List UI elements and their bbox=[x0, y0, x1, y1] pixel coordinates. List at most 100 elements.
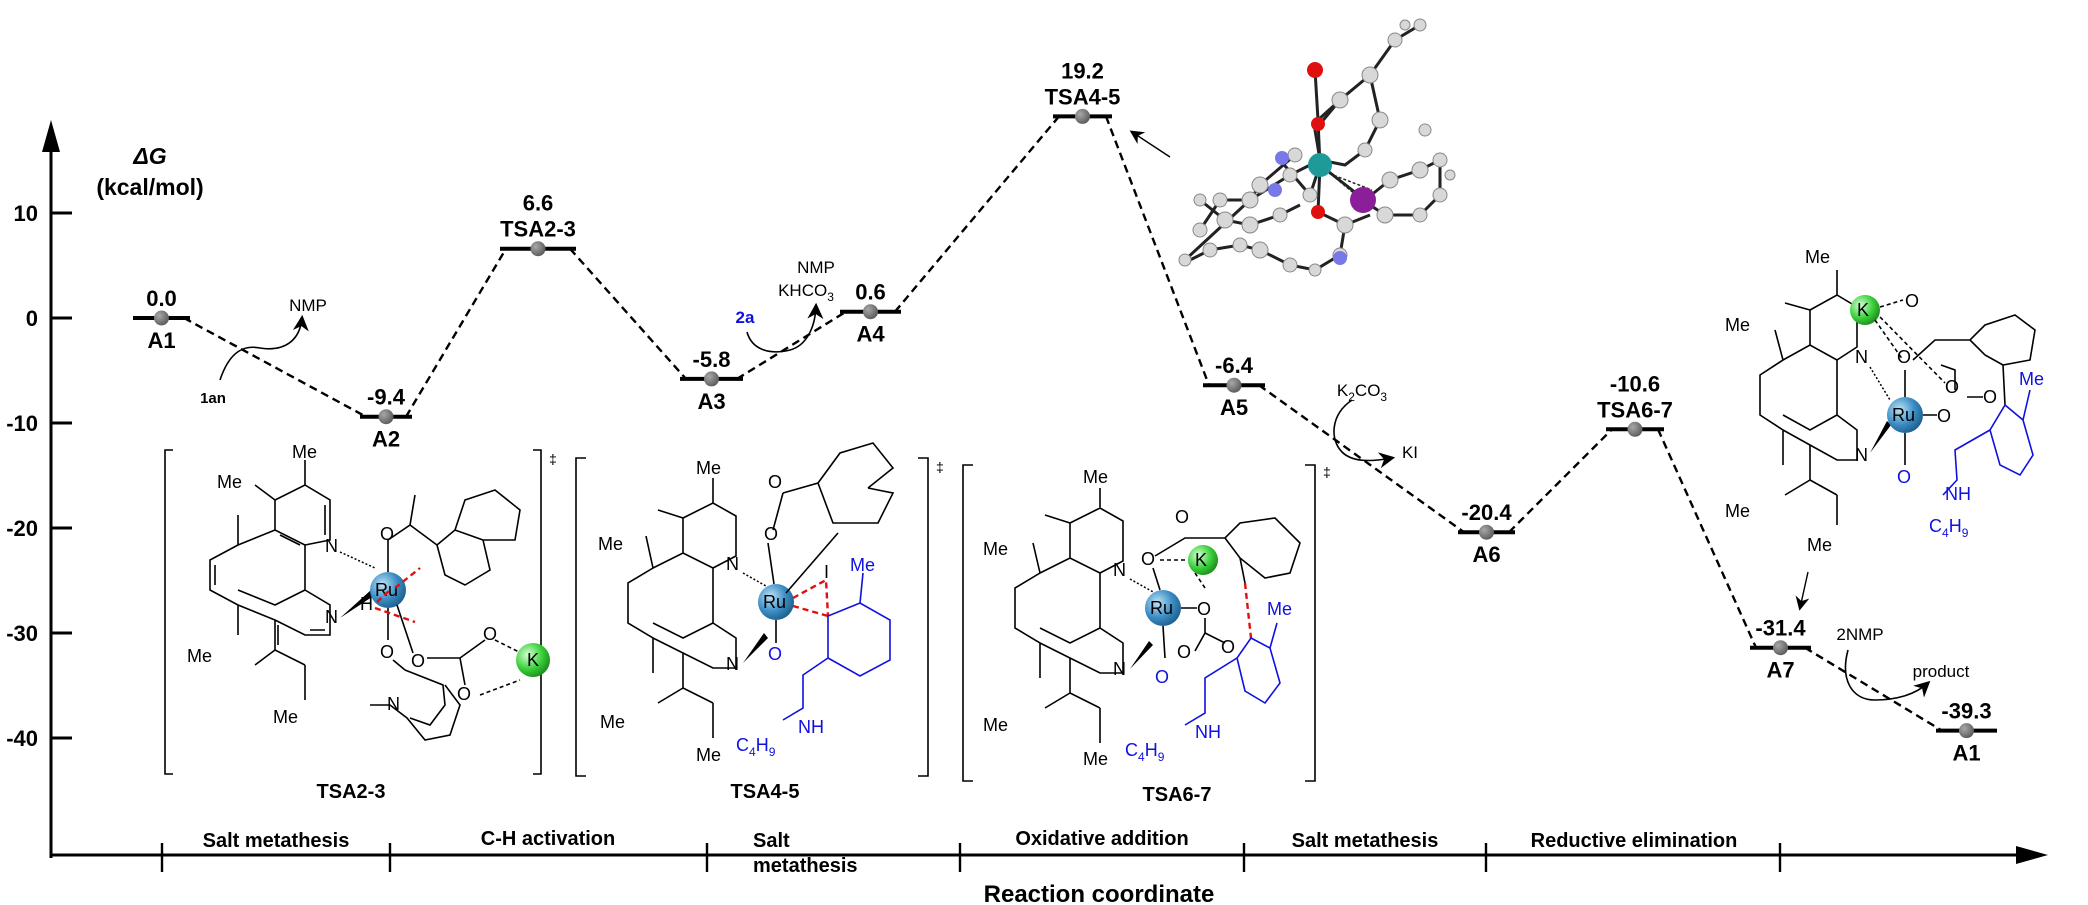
connector-line bbox=[894, 115, 1060, 313]
y-axis-arrow-icon bbox=[42, 120, 60, 152]
connector-line bbox=[1508, 428, 1613, 534]
stage-label-salt-metathesis-2b: metathesis bbox=[753, 855, 858, 877]
svg-text:K: K bbox=[1857, 300, 1869, 320]
y-axis-unit: (kcal/mol) bbox=[96, 174, 203, 200]
svg-text:Me: Me bbox=[1807, 535, 1832, 555]
svg-text:C4H9: C4H9 bbox=[1929, 516, 1969, 540]
energy-value: -10.6 bbox=[1610, 371, 1660, 396]
svg-text:O: O bbox=[1221, 637, 1235, 657]
svg-text:K: K bbox=[527, 650, 539, 670]
svg-text:N: N bbox=[387, 694, 400, 714]
svg-text:Me: Me bbox=[187, 646, 212, 666]
y-axis-label: ΔG bbox=[132, 143, 166, 169]
energy-value: -20.4 bbox=[1461, 500, 1512, 525]
y-axis bbox=[42, 120, 60, 858]
connector-line bbox=[569, 247, 687, 380]
reagent-k2co3: K2CO3 bbox=[1337, 381, 1388, 404]
product-label: product bbox=[1913, 662, 1970, 681]
state-name: A1 bbox=[147, 328, 175, 353]
energy-value: -9.4 bbox=[367, 385, 406, 410]
reagent-2nmp: 2NMP bbox=[1836, 625, 1883, 644]
energy-value: -5.8 bbox=[693, 347, 731, 372]
svg-text:I: I bbox=[824, 562, 829, 582]
svg-text:NH: NH bbox=[1945, 484, 1971, 504]
svg-text:Me: Me bbox=[1725, 315, 1750, 335]
ru-atom bbox=[1145, 590, 1181, 626]
connector-line bbox=[404, 248, 508, 418]
svg-text:Ru: Ru bbox=[1150, 598, 1173, 618]
x-axis-arrow-icon bbox=[2016, 846, 2048, 864]
y-tick-label: 10 bbox=[14, 201, 38, 226]
svg-text:Me: Me bbox=[983, 539, 1008, 559]
svg-text:Me: Me bbox=[292, 442, 317, 462]
state-name: TSA2-3 bbox=[500, 217, 576, 242]
connector-line bbox=[1656, 428, 1758, 649]
state-name: TSA6-7 bbox=[1597, 397, 1673, 422]
level-marker bbox=[863, 304, 878, 320]
y-tick-label: 0 bbox=[26, 306, 38, 331]
connector-line bbox=[183, 316, 367, 418]
state-name: A7 bbox=[1766, 658, 1794, 683]
level-marker bbox=[1479, 524, 1494, 540]
structure-tsa6-7: ‡ Me Me Me Me N N Ru K O O O O O O NH Me… bbox=[962, 464, 1331, 806]
byproduct-nmp: NMP bbox=[289, 296, 327, 315]
y-tick-label: -20 bbox=[6, 516, 38, 541]
structure-a7: Me Me Me Me N N Ru K O O O O O O NH Me C… bbox=[1725, 247, 2044, 555]
k-atom bbox=[1850, 295, 1880, 325]
svg-text:TSA2-3: TSA2-3 bbox=[317, 781, 386, 803]
y-tick-label: -40 bbox=[6, 726, 38, 751]
state-name: A4 bbox=[856, 322, 885, 347]
svg-text:‡: ‡ bbox=[549, 451, 557, 467]
ru-atom bbox=[1887, 397, 1923, 433]
stage-label-reductive-elimination: Reductive elimination bbox=[1531, 830, 1738, 852]
svg-text:Me: Me bbox=[696, 745, 721, 765]
svg-text:C4H9: C4H9 bbox=[736, 735, 776, 759]
k-atom bbox=[516, 643, 550, 677]
x-axis bbox=[50, 846, 2048, 864]
energy-value: 19.2 bbox=[1061, 58, 1104, 83]
energy-value: -6.4 bbox=[1215, 353, 1254, 378]
annotation-step7: 2NMP product bbox=[1836, 625, 1970, 701]
svg-text:O: O bbox=[1175, 507, 1189, 527]
svg-text:O: O bbox=[1983, 387, 1997, 407]
svg-text:TSA4-5: TSA4-5 bbox=[731, 781, 800, 803]
svg-text:O: O bbox=[1897, 467, 1911, 487]
pointer-arrow-a7-structure bbox=[1795, 571, 1810, 611]
svg-text:O: O bbox=[457, 684, 471, 704]
svg-text:Me: Me bbox=[1267, 599, 1292, 619]
svg-text:O: O bbox=[1155, 667, 1169, 687]
svg-text:O: O bbox=[380, 524, 394, 544]
svg-text:NH: NH bbox=[1195, 722, 1221, 742]
svg-text:N: N bbox=[1855, 445, 1868, 465]
energy-value: -39.3 bbox=[1941, 699, 1991, 724]
svg-text:O: O bbox=[768, 472, 782, 492]
level-marker bbox=[1075, 108, 1090, 124]
svg-text:O: O bbox=[768, 644, 782, 664]
svg-text:O: O bbox=[1197, 599, 1211, 619]
level-marker bbox=[154, 310, 169, 326]
connector-line bbox=[736, 310, 847, 380]
svg-text:O: O bbox=[411, 651, 425, 671]
reagent-1an: 1an bbox=[200, 390, 226, 407]
svg-text:O: O bbox=[380, 642, 394, 662]
energy-value: 0.6 bbox=[855, 280, 886, 305]
svg-text:Me: Me bbox=[1805, 247, 1830, 267]
svg-text:Me: Me bbox=[1083, 467, 1108, 487]
svg-text:O: O bbox=[1937, 406, 1951, 426]
svg-text:Ru: Ru bbox=[763, 592, 786, 612]
stage-label-salt-metathesis-2a: Salt bbox=[753, 830, 790, 852]
svg-text:N: N bbox=[726, 554, 739, 574]
svg-text:TSA6-7: TSA6-7 bbox=[1143, 784, 1212, 806]
ts-3d-model bbox=[1178, 18, 1456, 277]
svg-text:Ru: Ru bbox=[375, 580, 398, 600]
svg-text:NH: NH bbox=[798, 717, 824, 737]
svg-text:Me: Me bbox=[598, 534, 623, 554]
annotation-step1: 1an NMP bbox=[200, 296, 327, 407]
structure-tsa4-5: ‡ Me Me Me Me N N Ru O O I O NH Me C4H9 … bbox=[575, 442, 944, 803]
annotation-step5: K2CO3 KI bbox=[1333, 381, 1418, 469]
level-marker bbox=[1627, 421, 1643, 437]
level-marker bbox=[704, 371, 719, 387]
state-name: A6 bbox=[1472, 542, 1500, 567]
svg-text:O: O bbox=[483, 624, 497, 644]
byproduct-nmp-2: NMP bbox=[797, 258, 835, 277]
